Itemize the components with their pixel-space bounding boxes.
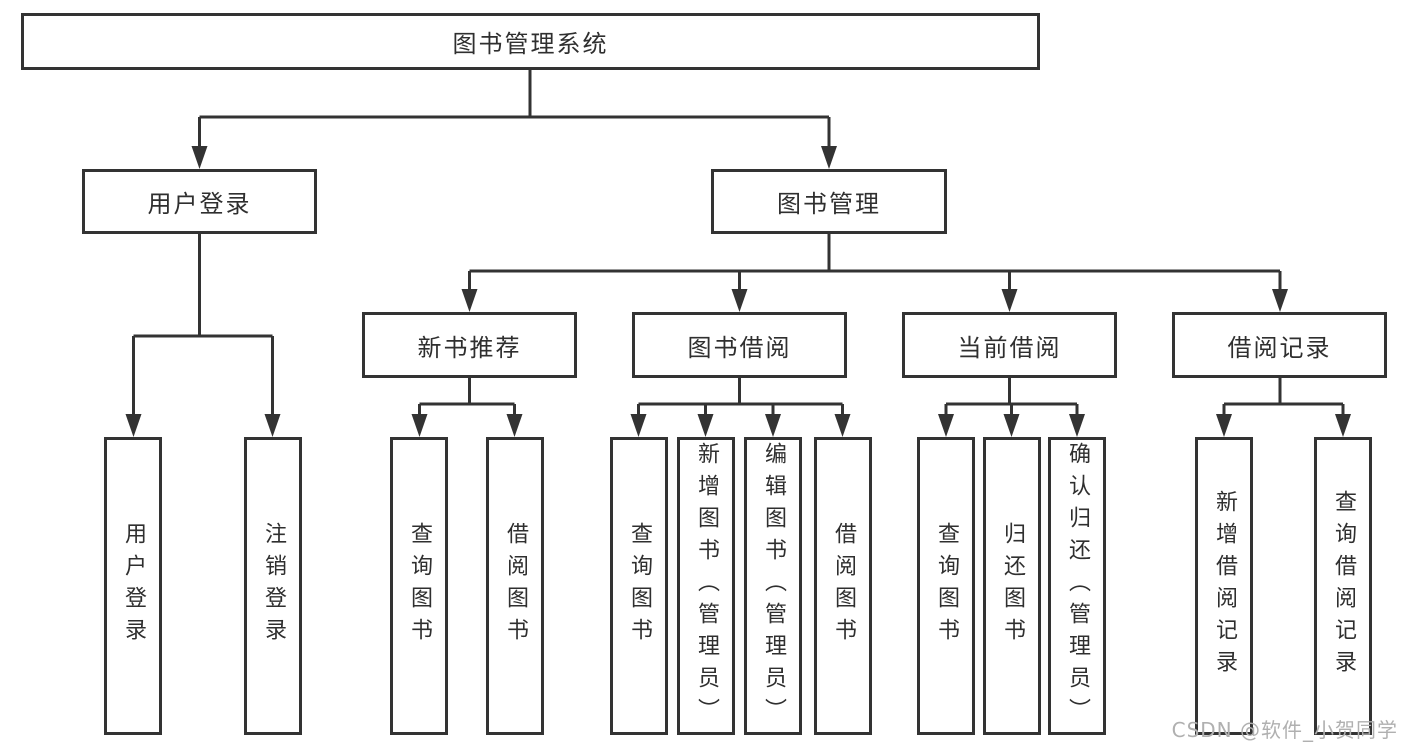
- node-leaf-nbr-borrow-books: 借阅图书: [486, 437, 544, 735]
- node-label: 借阅记录: [1227, 333, 1332, 362]
- node-label: 归还图书: [1000, 522, 1025, 650]
- node-book-management: 图书管理: [711, 169, 947, 234]
- node-new-book-recommendation: 新书推荐: [362, 312, 577, 378]
- node-label: 当前借阅: [957, 333, 1062, 362]
- node-borrowing-records: 借阅记录: [1172, 312, 1387, 378]
- node-label: 用户登录: [121, 522, 146, 650]
- node-leaf-bb-add-books-admin: 新增图书（管理员）: [677, 437, 735, 735]
- node-leaf-user-login: 用户登录: [104, 437, 162, 735]
- node-label: 借阅图书: [831, 522, 856, 650]
- node-leaf-br-query-borrow-record: 查询借阅记录: [1314, 437, 1372, 735]
- node-label: 新增借阅记录: [1212, 490, 1237, 682]
- node-leaf-cb-confirm-return-admin: 确认归还（管理员）: [1048, 437, 1106, 735]
- node-user-login: 用户登录: [82, 169, 317, 234]
- node-label: 图书借阅: [687, 333, 792, 362]
- node-current-borrowing: 当前借阅: [902, 312, 1117, 378]
- node-label: 查询图书: [934, 522, 959, 650]
- node-label: 编辑图书（管理员）: [761, 442, 786, 730]
- node-leaf-br-add-borrow-record: 新增借阅记录: [1195, 437, 1253, 735]
- node-leaf-logout: 注销登录: [244, 437, 302, 735]
- node-leaf-bb-edit-books-admin: 编辑图书（管理员）: [744, 437, 802, 735]
- node-label: 注销登录: [261, 522, 286, 650]
- node-label: 确认归还（管理员）: [1065, 442, 1090, 730]
- node-label: 借阅图书: [503, 522, 528, 650]
- node-leaf-bb-borrow-books: 借阅图书: [814, 437, 872, 735]
- node-label: 新书推荐: [417, 333, 522, 362]
- node-label: 图书管理系统: [452, 30, 609, 58]
- node-label: 查询借阅记录: [1331, 490, 1356, 682]
- node-leaf-cb-return-books: 归还图书: [983, 437, 1041, 735]
- node-label: 查询图书: [407, 522, 432, 650]
- node-label: 查询图书: [627, 522, 652, 650]
- node-label: 用户登录: [147, 190, 252, 218]
- node-book-borrowing: 图书借阅: [632, 312, 847, 378]
- node-leaf-bb-query-books: 查询图书: [610, 437, 668, 735]
- node-leaf-nbr-query-books: 查询图书: [390, 437, 448, 735]
- node-leaf-cb-query-books: 查询图书: [917, 437, 975, 735]
- node-library-system: 图书管理系统: [21, 13, 1040, 70]
- watermark: CSDN @软件_小贺同学: [1171, 718, 1398, 742]
- node-label: 新增图书（管理员）: [694, 442, 719, 730]
- node-label: 图书管理: [777, 190, 881, 218]
